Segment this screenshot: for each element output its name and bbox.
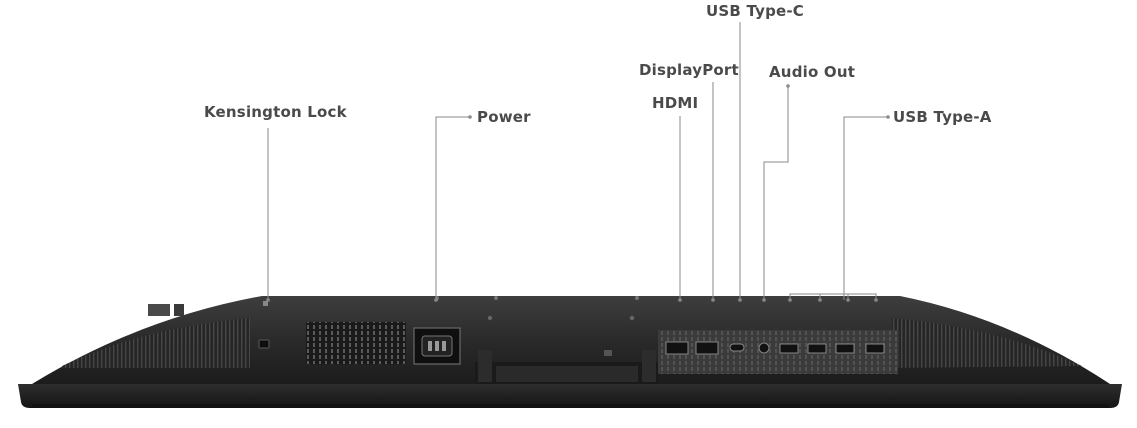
usb-a-port-3 [835,343,855,354]
audio-jack [758,342,770,354]
usb-type-c-label: USB Type-C [706,2,805,20]
usb-a-port-4 [865,343,885,354]
hdmi-port [665,341,689,355]
leader-lines [267,22,888,300]
power-grille [306,322,406,364]
left-vent [62,318,250,368]
power-label: Power [477,108,531,126]
hdmi-label: HDMI [652,94,699,112]
monitor-bottom-bezel [18,384,1122,408]
kensington-slot [258,339,270,349]
usb-a-port-2 [807,343,827,354]
right-vent [892,318,1082,368]
usb-a-port-1 [779,343,799,354]
usb-c-port [729,343,745,352]
displayport-port [695,341,719,355]
displayport-label: DisplayPort [639,61,739,79]
leader-line-dots [266,84,890,302]
audio-out-label: Audio Out [769,63,856,81]
kensington-lock-label: Kensington Lock [204,103,347,121]
usb-type-a-label: USB Type-A [893,108,992,126]
